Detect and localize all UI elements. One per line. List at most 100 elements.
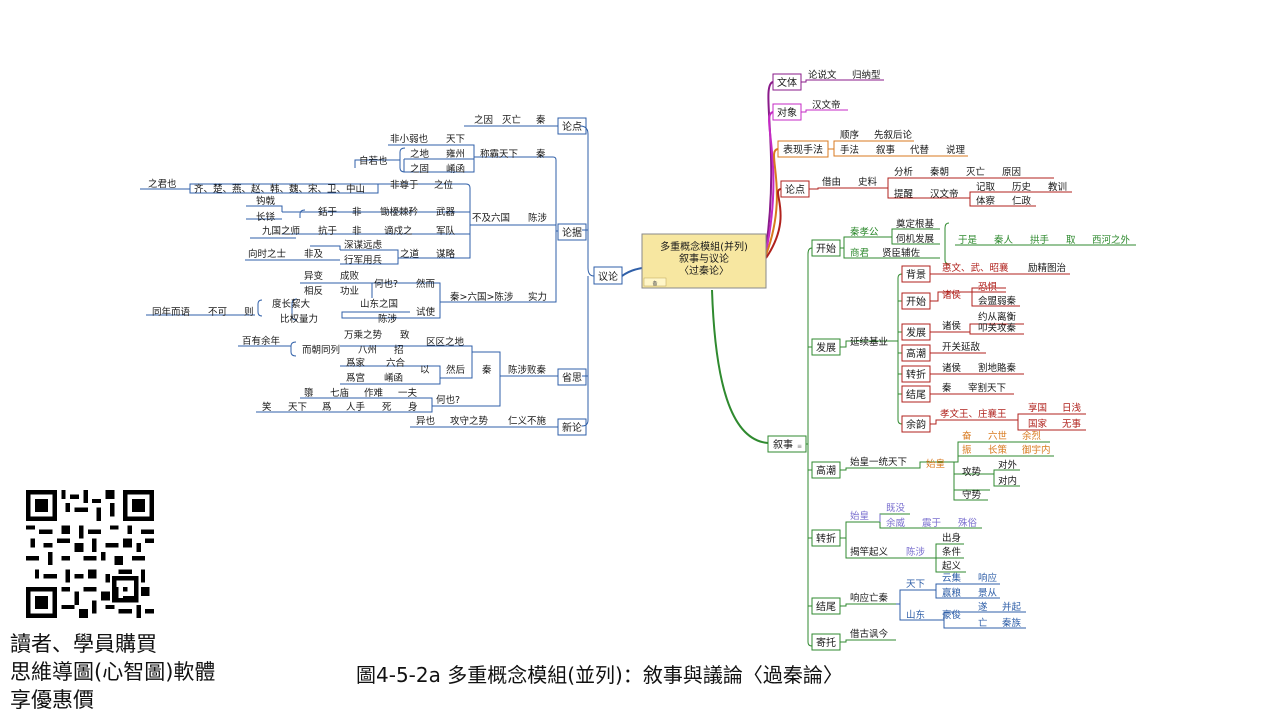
node-ququ: 区区之地 (426, 336, 465, 348)
node-wang: 亡 (978, 617, 988, 629)
xushi-label: 叙事 (773, 438, 793, 451)
node-xiao: 笑 (262, 401, 272, 413)
gaochao-label: 高潮 (816, 464, 836, 477)
node-xianxuhoulun: 先叙后论 (874, 129, 913, 141)
node-heye-2: 何也? (436, 394, 460, 406)
node-shenmou: 深谋远虑 (344, 239, 383, 251)
fazhan-beijing-label: 背景 (906, 268, 926, 281)
node-shiliao: 史料 (858, 176, 878, 188)
central-topic[interactable]: 多重概念模組(并列) 叙事与议论 〈过秦论〉 备 (641, 233, 767, 289)
promo-line-3: 享優惠價 (10, 688, 94, 712)
node-feiji: 非及 (304, 248, 324, 260)
lunju-label: 论据 (562, 226, 582, 239)
node-qin: 秦 (536, 114, 546, 126)
jituo-label: 寄托 (816, 636, 836, 649)
fazhan-jiewei-label: 结尾 (906, 388, 926, 401)
node-shihuang-1: 始皇 (926, 458, 945, 470)
node-chengbai: 成败 (340, 270, 360, 282)
node-jiqu: 记取 (976, 181, 996, 193)
central-title-2: 叙事与议论 (679, 252, 729, 265)
node-xiaohan-2: 崤函 (384, 372, 403, 384)
node-tiaojian: 条件 (942, 546, 962, 558)
right-lundian-label: 论点 (785, 183, 805, 196)
node-yingliang: 赢粮 (942, 587, 962, 599)
node-chenshe-1: 陈涉 (528, 212, 548, 224)
node-chushen: 出身 (942, 532, 961, 544)
node-liuhe: 六合 (386, 357, 406, 369)
node-qu: 取 (1066, 235, 1076, 246)
node-zhuhou-2: 诸侯 (942, 320, 962, 332)
node-renyi: 仁义不施 (508, 415, 547, 427)
wenti-label: 文体 (777, 76, 797, 89)
node-tixing: 提醒 (894, 188, 914, 200)
node-gongye: 功业 (340, 286, 359, 297)
node-shengsi-qin: 秦 (482, 364, 492, 376)
node-qin-gt: 秦>六国>陈涉 (450, 291, 514, 303)
node-xiangyingwangqin: 响应亡秦 (850, 592, 889, 604)
node-gouji: 钩戟 (256, 195, 276, 207)
fazhan-gaochao-label: 高潮 (906, 347, 926, 360)
fazhan-yuyun-label: 余韵 (906, 418, 926, 431)
node-qinren: 秦人 (994, 234, 1014, 246)
node-bujiliuguo: 不及六国 (472, 212, 510, 224)
node-zhuhou-1: 诸侯 (942, 289, 962, 301)
node-ticha: 体察 (976, 195, 996, 207)
node-renshou: 人手 (346, 401, 366, 413)
node-kouguan: 叩关攻秦 (978, 322, 1017, 334)
node-duchang: 度长絜大 (272, 298, 311, 310)
node-raner: 然而 (416, 278, 436, 290)
node-jingcong: 景从 (978, 588, 998, 599)
node-diandinggenji: 奠定根基 (896, 218, 935, 230)
node-jieyou: 借由 (822, 176, 841, 188)
node-shusu: 殊俗 (958, 517, 978, 529)
node-baiyu: 百有余年 (242, 335, 281, 347)
node-ziruo: 自若也 (359, 155, 388, 167)
node-shandong: 山东 (906, 609, 925, 621)
node-renzheng: 仁政 (1012, 195, 1032, 207)
node-feizunyu: 非尊于 (390, 179, 419, 191)
fazhan-kaishi-label: 开始 (906, 295, 926, 308)
node-kangyu: 抗于 (318, 225, 337, 237)
fazhan-fazhan-label: 发展 (906, 326, 926, 339)
node-tianxia: 天下 (446, 134, 465, 145)
node-zhao: 招 (394, 344, 404, 356)
promo-line-2: 思維導圖(心智圖)軟體 (10, 660, 216, 684)
node-duiwai: 对外 (998, 459, 1018, 471)
node-zaige: 宰割天下 (968, 382, 1006, 394)
node-huiwenwu: 惠文、武、昭襄 (942, 262, 1009, 274)
node-hanwendi-2: 汉文帝 (930, 188, 959, 200)
node-xushi: 叙事 (876, 144, 896, 156)
node-biquan: 比权量力 (280, 313, 318, 325)
node-shili: 实力 (528, 291, 547, 303)
node-jiaoxun: 教训 (1048, 181, 1067, 193)
node-xiaohan: 崤函 (446, 163, 465, 175)
node-zhiyin: 之因 (474, 114, 493, 126)
left-root-label: 议论 (598, 270, 618, 283)
jiewei-label: 结尾 (816, 600, 836, 613)
note-label: 备 (652, 280, 657, 287)
node-gongshou-2: 拱手 (1030, 234, 1050, 246)
node-sui: 遂 (978, 601, 988, 613)
node-zhuhou-3: 诸侯 (942, 362, 962, 374)
node-yifu: 一夫 (398, 387, 418, 399)
node-wei: 爲 (322, 401, 332, 413)
node-zhi: 致 (400, 329, 410, 341)
node-yanxujiye: 延续基业 (850, 336, 888, 348)
node-fei-1: 非 (352, 206, 362, 218)
node-duinei: 对内 (998, 475, 1017, 487)
node-zhijun: 之君也 (148, 178, 177, 190)
node-zhidao: 之道 (400, 248, 420, 260)
node-guojia: 国家 (1028, 418, 1048, 430)
node-huimengruoqin: 会盟弱秦 (978, 295, 1017, 307)
node-chenshe-2: 陈涉 (378, 313, 398, 325)
node-shoufa: 手法 (840, 144, 859, 156)
promo-line-1: 讀者、學員購買 (10, 632, 157, 656)
duixiang-label: 对象 (777, 106, 797, 119)
node-miewang-2: 灭亡 (966, 166, 985, 178)
node-sijifazhan: 伺机发展 (896, 233, 935, 245)
kaishi-label: 开始 (816, 242, 836, 255)
node-liushi: 六世 (988, 430, 1008, 442)
node-yushi: 于是 (958, 235, 978, 246)
node-xiangfan: 相反 (304, 285, 323, 297)
